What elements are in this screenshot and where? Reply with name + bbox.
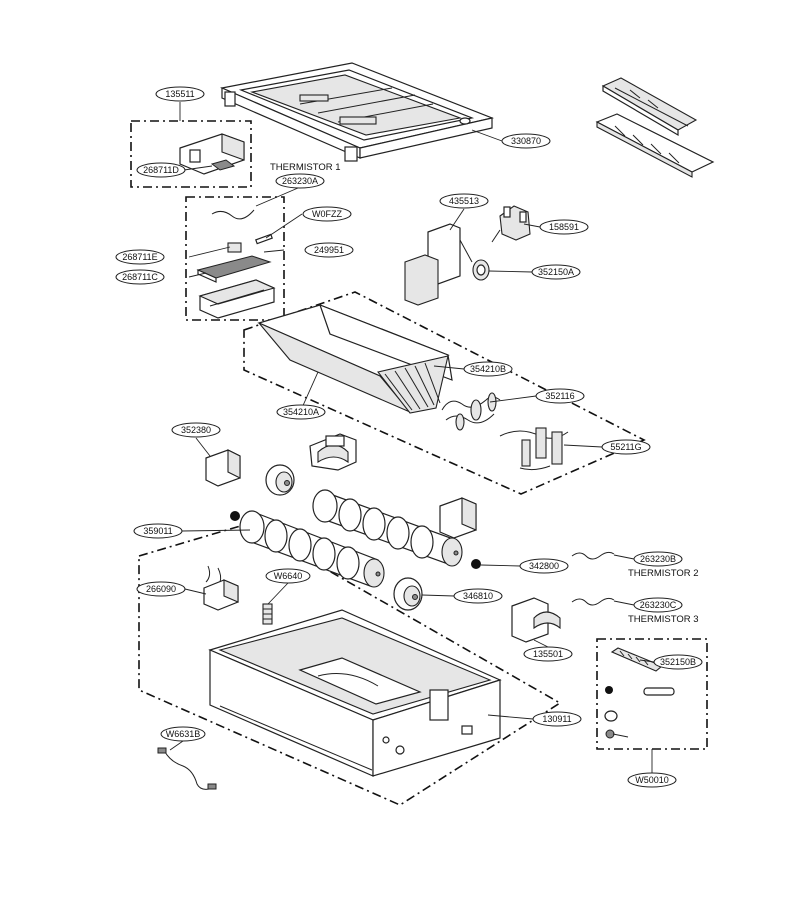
cabinet-base-part bbox=[208, 609, 502, 777]
callout-158591: 158591 bbox=[539, 219, 589, 235]
svg-text:263230B: 263230B bbox=[640, 554, 676, 564]
caption-thermistor-2: THERMISTOR 2 bbox=[628, 568, 699, 579]
screw-part bbox=[605, 729, 629, 739]
callout-W50010: W50010 bbox=[627, 772, 677, 788]
svg-text:130911: 130911 bbox=[542, 714, 571, 724]
svg-text:263230A: 263230A bbox=[282, 176, 318, 186]
callout-352380: 352380 bbox=[171, 422, 221, 438]
callout-263230B: 263230B bbox=[633, 551, 683, 567]
svg-text:W0FZZ: W0FZZ bbox=[312, 209, 342, 219]
svg-text:135501: 135501 bbox=[533, 649, 563, 659]
svg-text:158591: 158591 bbox=[549, 222, 579, 232]
svg-text:346810: 346810 bbox=[463, 591, 493, 601]
callout-346810: 346810 bbox=[453, 588, 503, 604]
svg-text:268711E: 268711E bbox=[122, 252, 157, 262]
svg-text:352380: 352380 bbox=[181, 425, 211, 435]
callout-359011: 359011 bbox=[133, 523, 183, 539]
fan-bracket-part bbox=[439, 497, 477, 539]
evaporator-part bbox=[257, 303, 453, 414]
callout-55211G: 55211G bbox=[601, 439, 651, 455]
terminal-block-part bbox=[262, 603, 273, 625]
transformer-part bbox=[203, 565, 239, 611]
callout-263230A: 263230A bbox=[275, 173, 325, 189]
fan-bearing-135501-part bbox=[511, 597, 561, 643]
control-cover-part bbox=[179, 133, 245, 175]
svg-text:266090: 266090 bbox=[146, 584, 176, 594]
fan-housing-part bbox=[309, 433, 357, 471]
callout-268711C: 268711C bbox=[115, 269, 165, 285]
callout-W6631B: W6631B bbox=[160, 726, 206, 742]
svg-text:W6631B: W6631B bbox=[166, 729, 201, 739]
svg-text:135511: 135511 bbox=[165, 89, 194, 99]
thermistor-2-wire bbox=[571, 551, 615, 560]
svg-text:55211G: 55211G bbox=[610, 442, 641, 452]
fan-motor-346810-part bbox=[393, 577, 423, 611]
refrigerant-piping-part bbox=[441, 392, 569, 471]
callout-130911: 130911 bbox=[532, 711, 582, 727]
svg-text:330870: 330870 bbox=[511, 136, 541, 146]
group-box-control-board bbox=[185, 196, 285, 321]
callout-268711D: 268711D bbox=[136, 162, 186, 178]
callout-354210A: 354210A bbox=[276, 404, 326, 420]
svg-text:435513: 435513 bbox=[449, 196, 479, 206]
callout-W0FZZ: W0FZZ bbox=[302, 206, 352, 222]
svg-text:268711C: 268711C bbox=[122, 272, 158, 282]
callout-268711E: 268711E bbox=[115, 249, 165, 265]
bearing-dot-342800 bbox=[471, 559, 481, 569]
top-frame-part bbox=[219, 62, 495, 162]
callout-435513: 435513 bbox=[439, 193, 489, 209]
group-box-evaporator bbox=[243, 291, 646, 495]
callout-352150B: 352150B bbox=[653, 654, 703, 670]
clamp-part bbox=[604, 710, 618, 722]
group-box-control-cover bbox=[130, 120, 252, 188]
louver-assembly-part bbox=[595, 77, 715, 178]
callout-135511: 135511 bbox=[155, 86, 205, 102]
svg-text:359011: 359011 bbox=[143, 526, 172, 536]
svg-text:352150A: 352150A bbox=[538, 267, 574, 277]
svg-text:W6640: W6640 bbox=[274, 571, 303, 581]
pipe-sleeve-part bbox=[643, 687, 675, 696]
washer-part bbox=[605, 686, 613, 694]
callout-135501: 135501 bbox=[523, 646, 573, 662]
svg-text:W50010: W50010 bbox=[635, 775, 669, 785]
callout-263230C: 263230C bbox=[633, 597, 683, 613]
drain-hose-part bbox=[610, 647, 664, 672]
svg-text:268711D: 268711D bbox=[143, 165, 179, 175]
callout-249951: 249951 bbox=[304, 242, 354, 258]
svg-text:263230C: 263230C bbox=[640, 600, 677, 610]
svg-text:354210B: 354210B bbox=[470, 364, 506, 374]
bearing-dot-left bbox=[230, 511, 240, 521]
control-board-part bbox=[196, 209, 276, 319]
blower-wheel-lower-part bbox=[239, 510, 385, 588]
electrical-box-part bbox=[404, 205, 531, 306]
fan-bearing-352380-part bbox=[205, 449, 241, 487]
thermistor-3-wire bbox=[571, 597, 615, 606]
leader-lines bbox=[169, 102, 655, 773]
caption-thermistor-1: THERMISTOR 1 bbox=[270, 162, 341, 173]
svg-text:352150B: 352150B bbox=[660, 657, 696, 667]
callout-W6640: W6640 bbox=[265, 568, 311, 584]
callout-354210B: 354210B bbox=[463, 361, 513, 377]
callout-352116: 352116 bbox=[535, 388, 585, 404]
callout-352150A: 352150A bbox=[531, 264, 581, 280]
callout-266090: 266090 bbox=[136, 581, 186, 597]
svg-text:354210A: 354210A bbox=[283, 407, 319, 417]
svg-text:352116: 352116 bbox=[545, 391, 574, 401]
callout-330870: 330870 bbox=[501, 133, 551, 149]
callout-342800: 342800 bbox=[519, 558, 569, 574]
svg-text:342800: 342800 bbox=[529, 561, 559, 571]
cable-part bbox=[157, 747, 217, 790]
caption-thermistor-3: THERMISTOR 3 bbox=[628, 614, 699, 625]
fan-motor-left-part bbox=[265, 464, 295, 496]
group-box-cabinet bbox=[138, 523, 562, 806]
svg-text:249951: 249951 bbox=[314, 245, 344, 255]
blower-wheel-upper-part bbox=[312, 489, 463, 567]
